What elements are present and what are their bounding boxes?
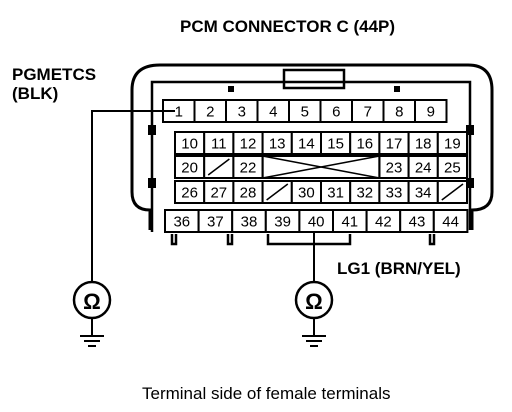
pin-number: 17 (386, 136, 403, 153)
pin-37: 37 (197, 209, 234, 233)
pin-33: 33 (378, 180, 410, 204)
pin-1-probe-wire (91, 110, 175, 282)
pin-36: 36 (164, 209, 200, 233)
pin-40: 40 (298, 209, 334, 233)
pin-16: 16 (349, 131, 381, 155)
pin-18: 18 (407, 131, 439, 155)
pin-44: 44 (432, 209, 469, 233)
ohm-symbol: Ω (83, 289, 101, 314)
pin-number: 40 (308, 214, 325, 231)
pin-9: 9 (414, 99, 448, 123)
ground-icon (302, 318, 326, 347)
pin-10: 10 (174, 131, 206, 155)
pin-number: 33 (386, 185, 403, 202)
pin-number: 13 (269, 136, 286, 153)
pin-12: 12 (232, 131, 264, 155)
pin-number: 12 (240, 136, 257, 153)
pin-5: 5 (288, 99, 322, 123)
pin-number: 10 (181, 136, 198, 153)
pin-number: 14 (298, 136, 315, 153)
empty-cavity (261, 180, 293, 204)
pin-number: 43 (409, 214, 426, 231)
pin-number: 15 (327, 136, 344, 153)
pin-7: 7 (351, 99, 385, 123)
pin-number: 27 (210, 185, 227, 202)
pin-17: 17 (378, 131, 410, 155)
pgmetcs-label: PGMETCS (12, 65, 96, 84)
pin-number: 16 (356, 136, 373, 153)
pin-6: 6 (319, 99, 353, 123)
pin-number: 42 (375, 214, 392, 231)
pin-number: 2 (206, 104, 214, 121)
pin-25: 25 (436, 155, 468, 179)
pin-number: 7 (364, 104, 372, 121)
pin-27: 27 (203, 180, 235, 204)
lg1-wire-label: LG1 (BRN/YEL) (337, 259, 461, 278)
pin-number: 9 (427, 104, 435, 121)
pin-number: 8 (395, 104, 403, 121)
pin-8: 8 (382, 99, 416, 123)
diagram-title: PCM CONNECTOR C (44P) (180, 17, 395, 36)
pin-4: 4 (256, 99, 290, 123)
pin-number: 19 (444, 136, 461, 153)
pin-26: 26 (174, 180, 206, 204)
pin-23: 23 (378, 155, 410, 179)
pin-number: 18 (415, 136, 432, 153)
ground-icon (80, 318, 104, 347)
pin-2: 2 (193, 99, 227, 123)
pin-number: 24 (415, 160, 432, 177)
pin-number: 31 (327, 185, 344, 202)
pin-38: 38 (231, 209, 267, 233)
pin-number: 44 (442, 214, 459, 231)
pin-43: 43 (399, 209, 435, 233)
pin-number: 11 (211, 136, 227, 153)
pin-number: 3 (238, 104, 246, 121)
ohmmeter-icon: Ω (72, 280, 112, 320)
pin-number: 25 (444, 160, 461, 177)
pin-24: 24 (407, 155, 439, 179)
pin-number: 1 (175, 104, 183, 121)
pin-number: 22 (240, 160, 257, 177)
pin-number: 32 (356, 185, 373, 202)
pin-15: 15 (320, 131, 352, 155)
pin-20: 20 (174, 155, 206, 179)
pin-28: 28 (232, 180, 264, 204)
blanked-cavity-block (261, 155, 381, 179)
pin-number: 20 (181, 160, 198, 177)
blk-wire-label: (BLK) (12, 84, 58, 103)
pin-number: 30 (298, 185, 315, 202)
pin-number: 36 (173, 214, 190, 231)
pin-32: 32 (349, 180, 381, 204)
view-caption: Terminal side of female terminals (142, 384, 390, 403)
pin-number: 37 (207, 214, 224, 231)
pin-number: 39 (274, 214, 291, 231)
pin-31: 31 (320, 180, 352, 204)
ohmmeter-icon: Ω (294, 280, 334, 320)
pin-11: 11 (203, 131, 235, 155)
empty-cavity (436, 180, 468, 204)
pin-34: 34 (407, 180, 439, 204)
pin-22: 22 (232, 155, 264, 179)
pin-number: 41 (341, 214, 358, 231)
pin-number: 6 (332, 104, 340, 121)
ohm-symbol: Ω (305, 289, 323, 314)
pin-number: 34 (415, 185, 432, 202)
pin-41: 41 (332, 209, 368, 233)
pin-number: 4 (269, 104, 277, 121)
empty-cavity (203, 155, 235, 179)
pin-39: 39 (264, 209, 301, 233)
pin-number: 28 (240, 185, 257, 202)
pin-number: 26 (181, 185, 198, 202)
pin-42: 42 (365, 209, 402, 233)
pin-number: 5 (301, 104, 309, 121)
pin-13: 13 (261, 131, 293, 155)
pin-14: 14 (290, 131, 322, 155)
pin-number: 23 (386, 160, 403, 177)
pin-19: 19 (436, 131, 468, 155)
pin-number: 38 (241, 214, 258, 231)
pin-30: 30 (290, 180, 322, 204)
pin-3: 3 (225, 99, 259, 123)
